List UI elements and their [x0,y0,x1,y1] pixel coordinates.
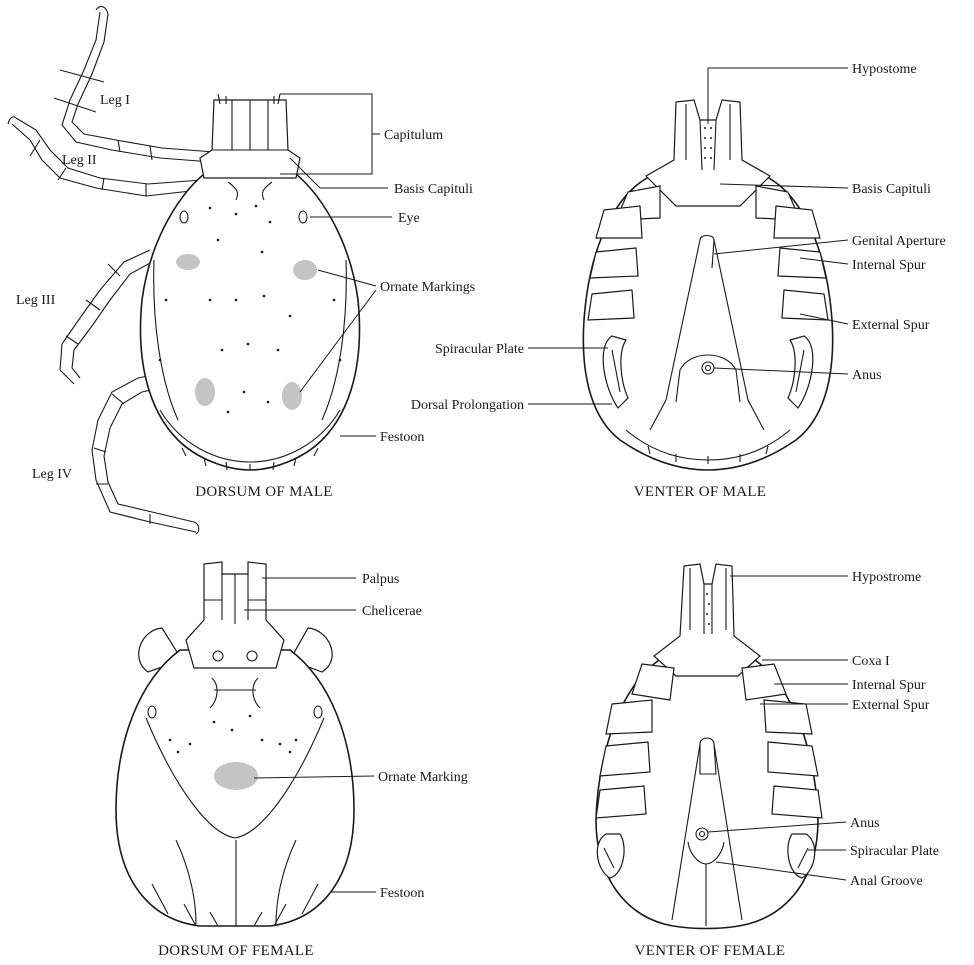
venter-male-drawing [583,100,832,470]
dorsum-male-label-leg4: Leg IV [32,467,72,482]
venter-male-label-dorsal-prolongation: Dorsal Prolongation [411,398,524,413]
venter-female-label-hypostrome: Hypostrome [852,570,921,585]
venter-female-caption: VENTER OF FEMALE [635,943,786,959]
dorsum-male-label-leg2: Leg II [62,153,97,168]
venter-female-label-anus: Anus [850,816,880,831]
dorsum-male-drawing [8,7,360,534]
venter-male-label-external-spur: External Spur [852,318,930,333]
venter-female-label-anal-groove: Anal Groove [850,874,923,889]
dorsum-female-label-palpus: Palpus [362,572,399,587]
dorsum-male-label-basis-capituli: Basis Capituli [394,182,473,197]
dorsum-female-caption: DORSUM OF FEMALE [158,943,314,959]
venter-female-capitulum [654,564,760,676]
dorsum-female-ornate-marking [214,762,258,790]
dorsum-male-label-leg1: Leg I [100,93,130,108]
dorsum-male-body [141,168,360,470]
dorsum-male-label-eye: Eye [398,211,420,226]
dorsum-male-label-capitulum: Capitulum [384,128,443,143]
venter-male-label-basis-capituli: Basis Capituli [852,182,931,197]
venter-female-label-spiracular-plate: Spiracular Plate [850,844,939,859]
dorsum-male-label-leg3: Leg III [16,293,56,308]
dorsum-male-caption: DORSUM OF MALE [195,484,333,500]
venter-male-label-hypostome: Hypostome [852,62,917,77]
venter-female-drawing [596,564,822,929]
venter-male-label-anus: Anus [852,368,882,383]
dorsum-female-drawing [116,562,354,926]
dorsum-female-label-ornate-marking: Ornate Marking [378,770,468,785]
dorsum-male-label-festoon: Festoon [380,430,424,445]
dorsum-female-label-chelicerae: Chelicerae [362,604,422,619]
venter-female-label-external-spur: External Spur [852,698,930,713]
dorsum-female-label-festoon: Festoon [380,886,424,901]
venter-male-label-spiracular-plate: Spiracular Plate [435,342,524,357]
venter-male-label-internal-spur: Internal Spur [852,258,926,273]
venter-female-label-internal-spur: Internal Spur [852,678,926,693]
venter-male-label-genital-aperture: Genital Aperture [852,234,946,249]
venter-male-caption: VENTER OF MALE [634,484,767,500]
venter-female-label-coxa1: Coxa I [852,654,890,669]
dorsum-male-label-ornate-markings: Ornate Markings [380,280,475,295]
